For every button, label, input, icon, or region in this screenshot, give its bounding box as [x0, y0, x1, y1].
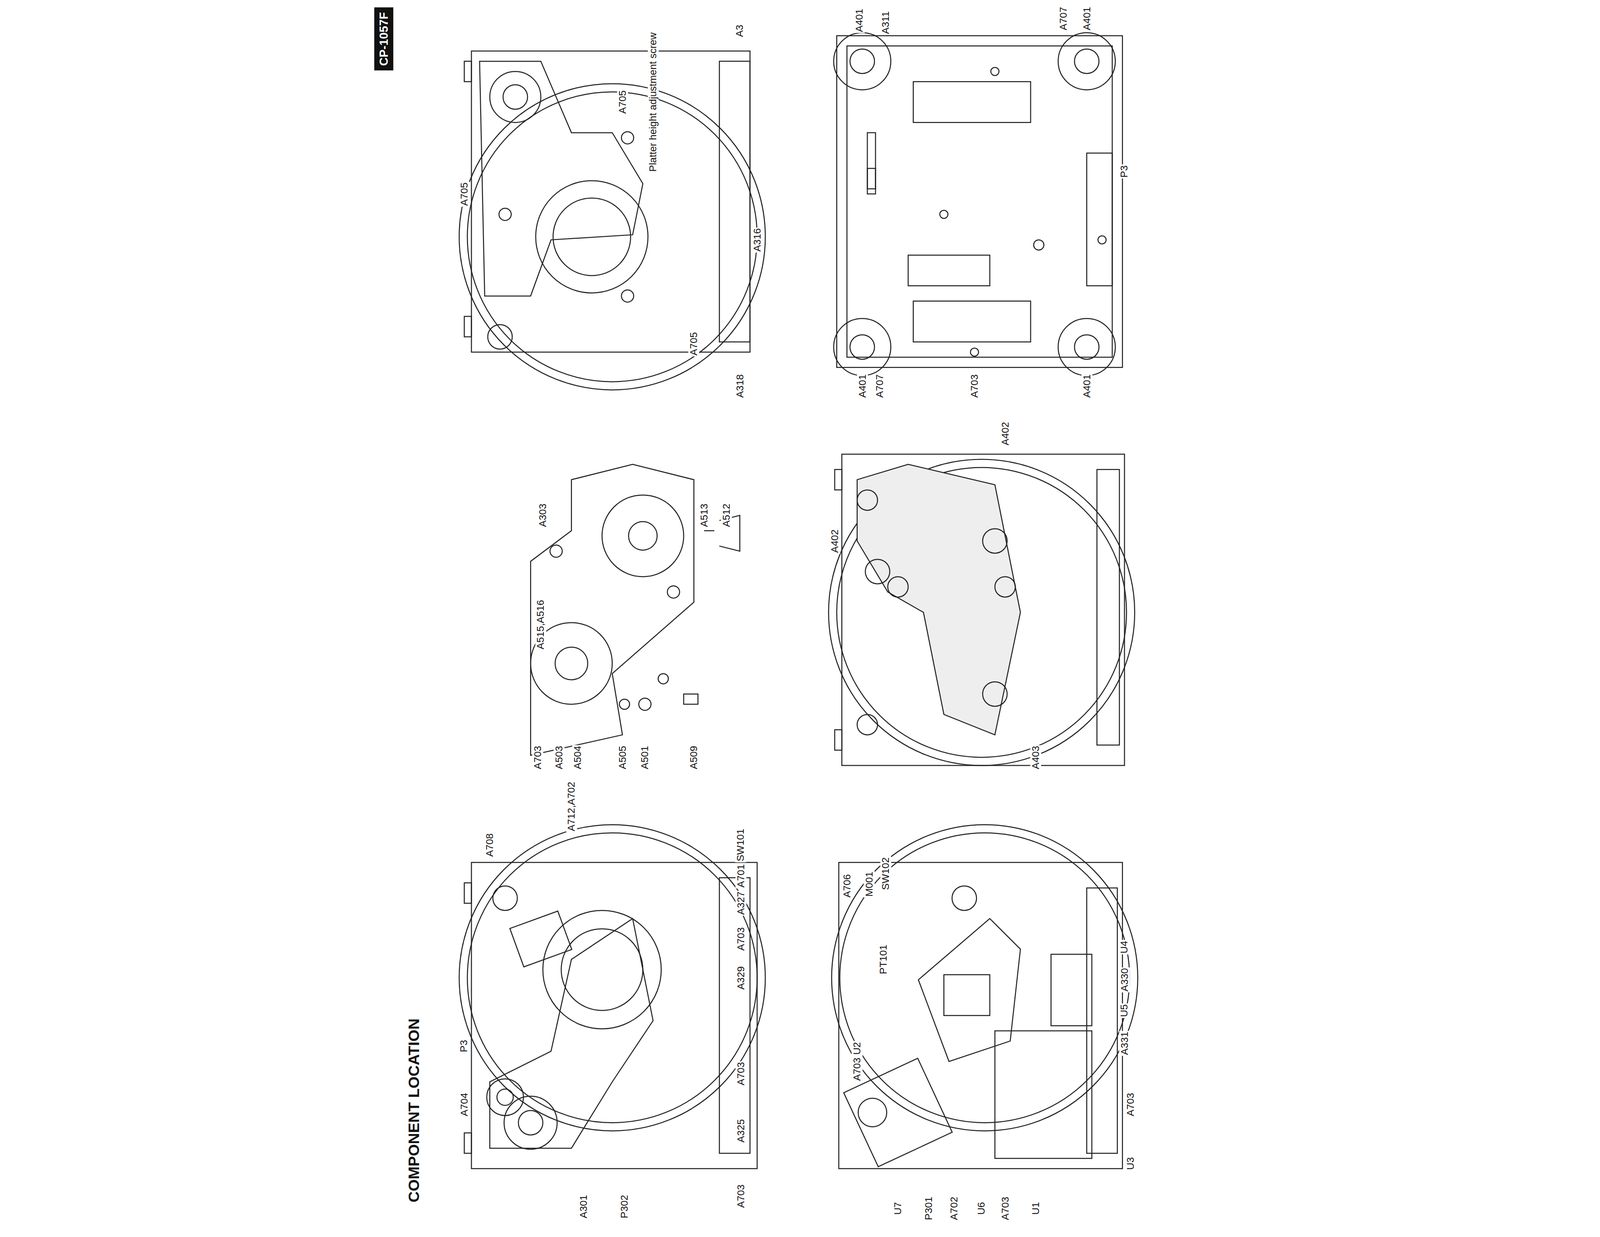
callout-number: A513 — [698, 502, 710, 528]
callout-number: A501 — [639, 744, 651, 770]
callout-number: A303 — [537, 502, 549, 528]
callout-number: A402 — [829, 528, 840, 554]
callout-number: U7 — [892, 1200, 904, 1216]
callout-number: P3 — [458, 1039, 470, 1054]
callout-number: PT101 — [878, 943, 889, 976]
callout-number: A707 — [1057, 5, 1069, 31]
callout-number: A330 — [1118, 966, 1130, 992]
callout-number: A703 — [999, 1195, 1011, 1221]
callout-number: A707 — [873, 373, 885, 399]
callout-number: A311 — [880, 10, 892, 35]
callout-number: A703 — [1125, 1091, 1137, 1117]
callout-number: P3 — [1118, 164, 1130, 179]
callout-number: A331 — [1118, 1030, 1130, 1056]
platter-base-view — [459, 51, 766, 391]
callout-number: A504 — [571, 744, 583, 770]
callout-number: U6 — [976, 1200, 988, 1216]
callout-number: U4 — [1119, 939, 1131, 955]
callout-number: A401 — [1081, 5, 1093, 31]
callout-number: A509 — [688, 744, 700, 770]
callout-number: A703 — [532, 744, 544, 770]
callout-number: A3 — [734, 23, 746, 38]
callout-number: A712,A702 — [565, 780, 577, 832]
callout-number: A703 — [735, 1183, 747, 1209]
callout-number: A515,A516 — [535, 599, 547, 651]
callout-number: A703 — [735, 1060, 747, 1086]
callout-number: SW102 — [880, 856, 892, 891]
callout-number: A318 — [734, 373, 746, 399]
callout-number: A329 — [735, 965, 747, 991]
callout-number: A402 — [999, 421, 1011, 447]
callout-number: M001 — [863, 870, 875, 898]
callout-number: A403 — [1030, 744, 1042, 770]
callout-number: P301 — [922, 1195, 934, 1221]
callout-number: A401 — [856, 373, 868, 399]
page-title: COMPONENT LOCATION — [405, 1018, 421, 1202]
callout-number: U3 — [1125, 1156, 1137, 1171]
callout-number: Platter height adjustment screw — [647, 31, 659, 173]
cover-plate-view — [828, 453, 1135, 766]
callout-number: A325 — [735, 1117, 747, 1143]
bottom-view — [833, 32, 1123, 376]
callout-number: A503 — [553, 744, 565, 770]
callout-number: A316 — [751, 227, 763, 253]
model-number: CP-1057F — [374, 7, 394, 71]
tonearm-base-exploded — [530, 464, 740, 756]
callout-number: A702 — [948, 1195, 960, 1221]
callout-number: A401 — [1081, 373, 1093, 399]
callout-number: U1 — [1030, 1200, 1042, 1216]
callout-number: A703 — [735, 926, 747, 952]
callout-number: A708 — [484, 832, 496, 858]
callout-number: A505 — [616, 744, 628, 770]
callout-number: A701 — [735, 863, 747, 888]
callout-number: A512 — [721, 502, 732, 528]
callout-number: A703 U2 — [851, 1040, 863, 1082]
chassis-top-view — [459, 824, 766, 1169]
callout-number: A401 — [853, 7, 865, 33]
callout-number: A703 — [969, 373, 981, 399]
callout-number: A327 — [735, 890, 747, 916]
callout-number: A705 — [458, 181, 470, 207]
callout-number: P302 — [619, 1193, 630, 1219]
callout-number: A706 — [841, 873, 853, 898]
callout-number: A705 — [688, 331, 700, 357]
callout-number: U5 — [1119, 1002, 1131, 1018]
callout-number: A704 — [458, 1091, 470, 1117]
callout-number: SW101 — [735, 827, 747, 863]
callout-number: A301 — [578, 1193, 590, 1219]
callout-number: A705 — [616, 89, 628, 115]
chassis-electronics-view — [831, 824, 1138, 1169]
